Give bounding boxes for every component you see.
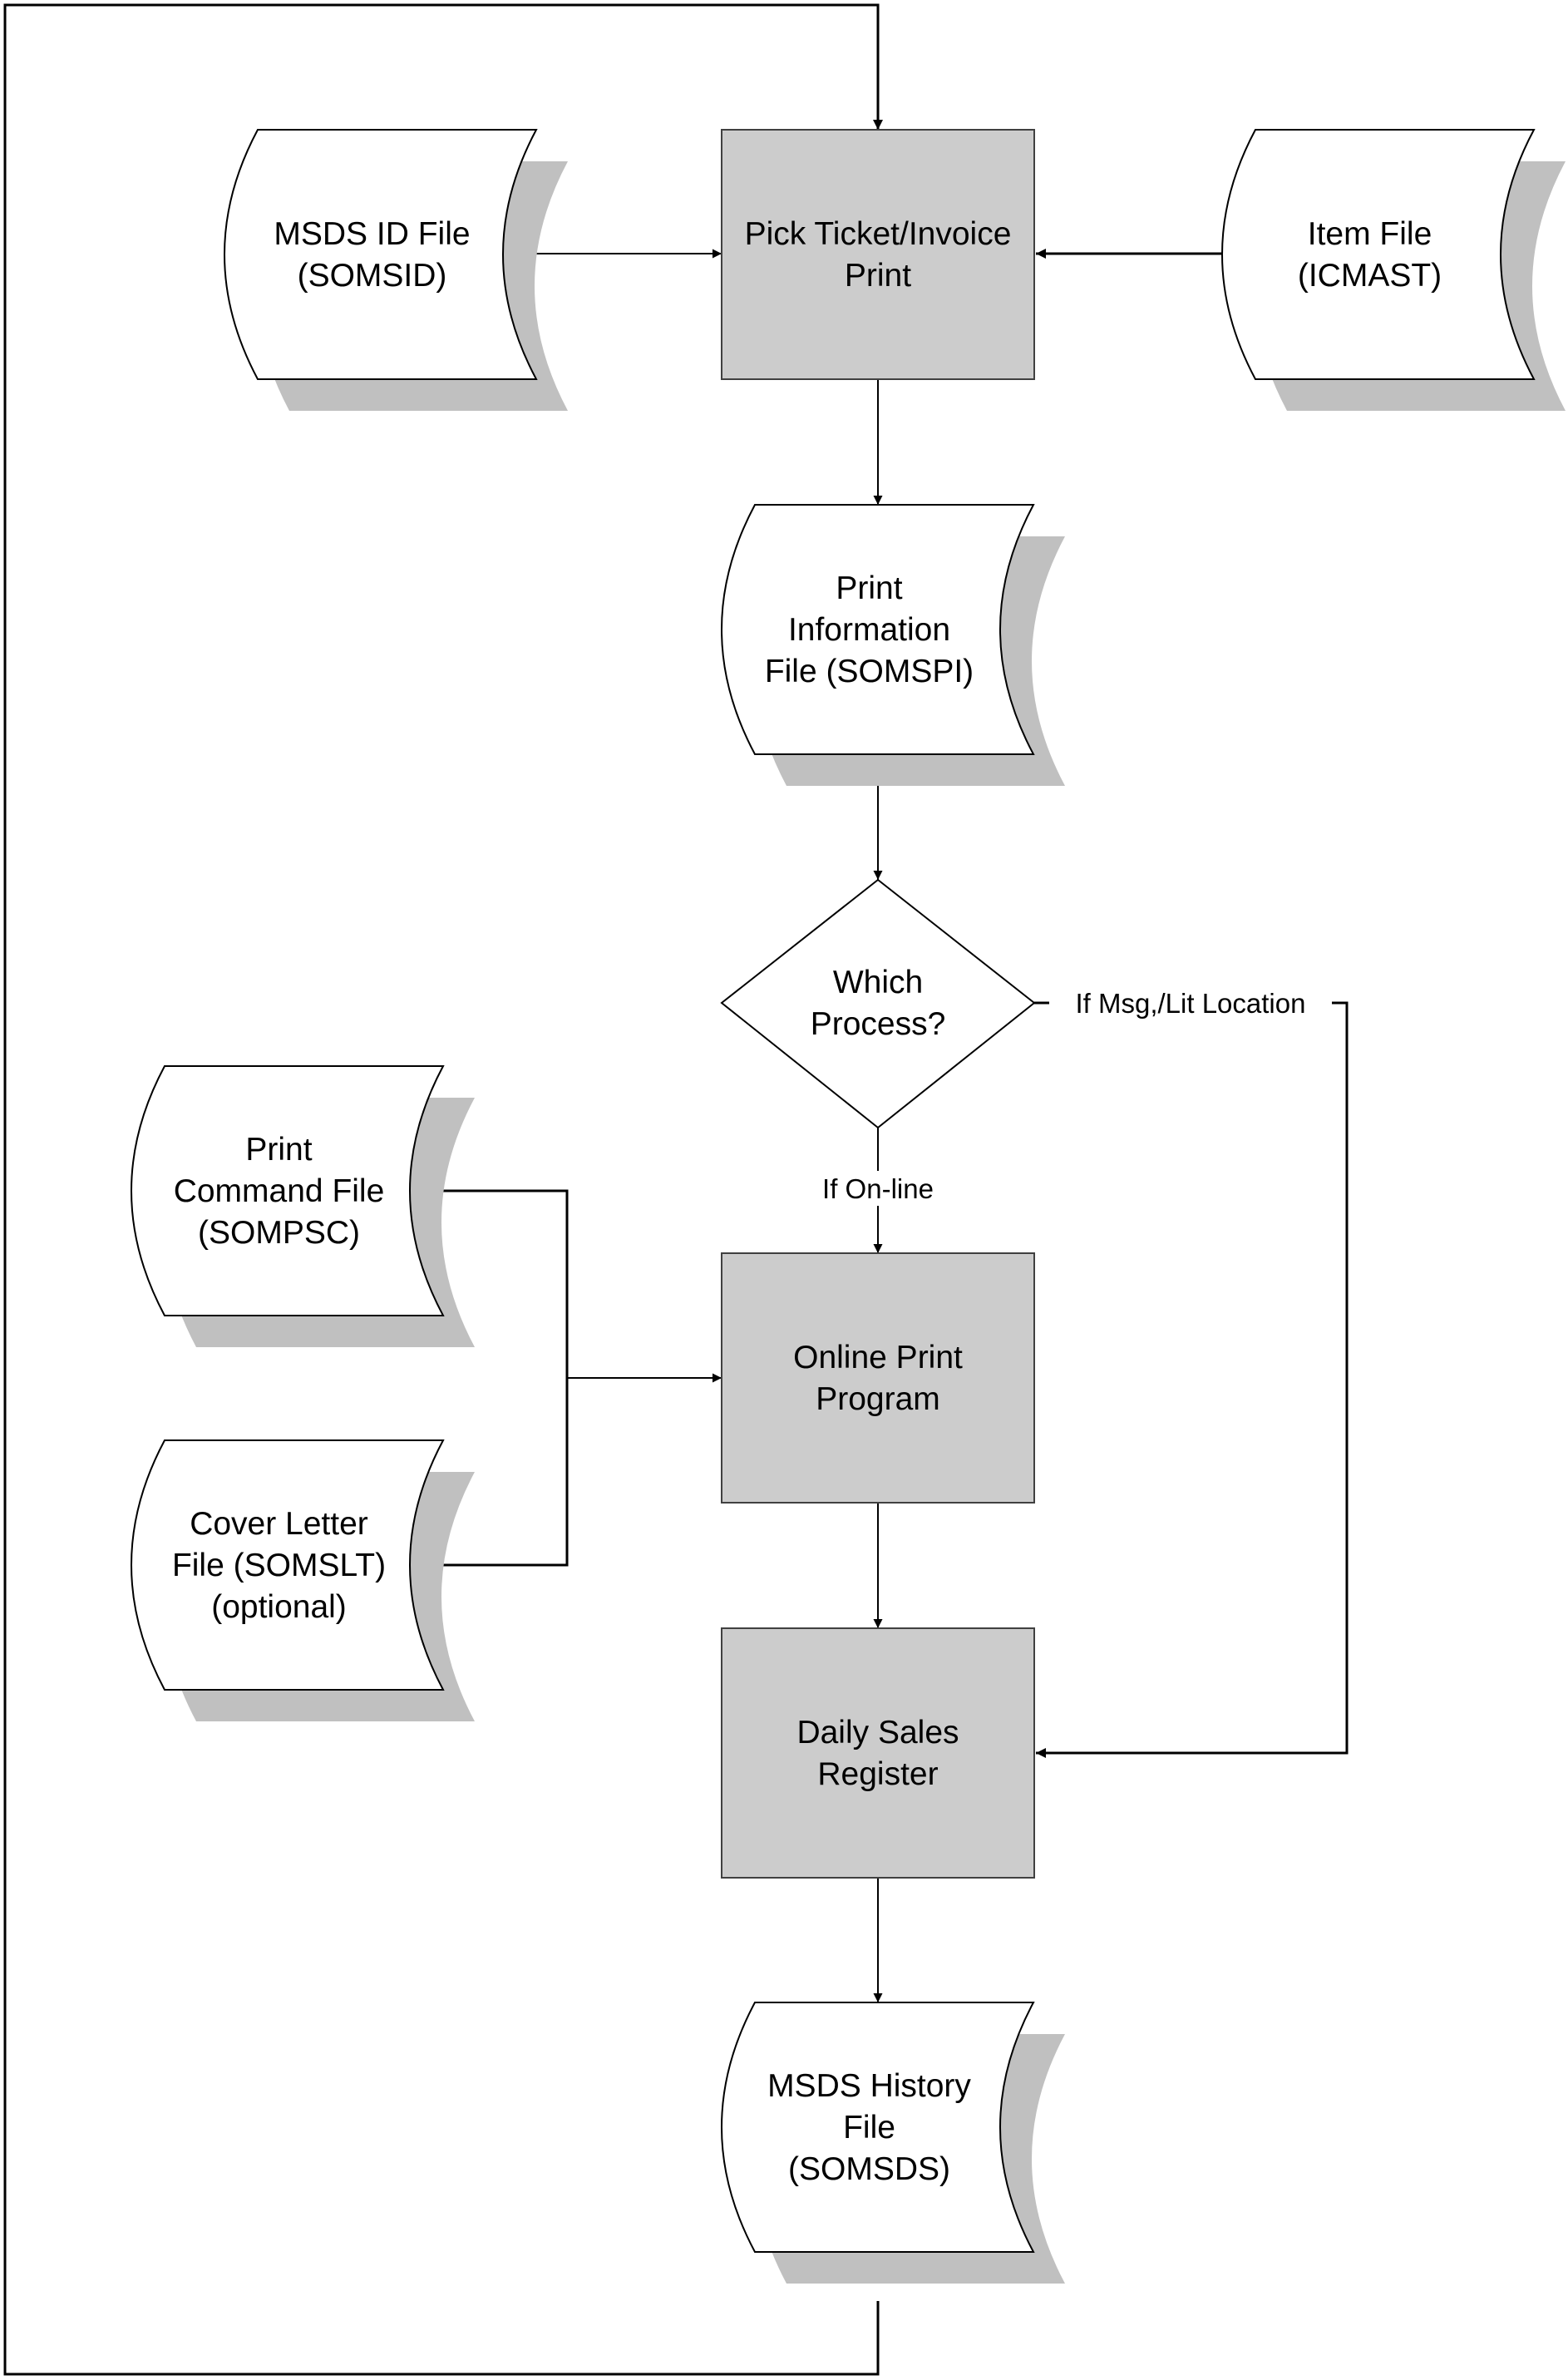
label-line: Register — [817, 1756, 938, 1792]
document-shape — [131, 1439, 445, 1691]
label-line: MSDS History — [767, 2068, 971, 2104]
node-item-file: Item File (ICMAST) — [1221, 129, 1566, 411]
edge-label-online: If On-line — [808, 1171, 948, 1206]
label-line: (SOMSID) — [298, 258, 447, 294]
label-line: Daily Sales — [796, 1715, 959, 1750]
edge-label-msg-lit: If Msg,/Lit Location — [1049, 986, 1332, 1020]
node-msds-id-file: MSDS ID File (SOMSID) — [224, 129, 568, 411]
label-line: File (SOMSLT) — [172, 1548, 386, 1583]
document-shape — [131, 1065, 445, 1316]
label-line: Information — [788, 612, 950, 648]
label-line: Which — [833, 965, 923, 1000]
label-line: Online Print — [793, 1340, 963, 1375]
label-line: Command File — [174, 1173, 385, 1209]
label-line: Pick Ticket/Invoice — [745, 216, 1012, 252]
document-shape — [721, 504, 1035, 755]
document-shape — [1221, 129, 1536, 380]
edge-history-to-pick-loop — [3, 3, 883, 2376]
document-label: MSDS ID File (SOMSID) — [274, 216, 470, 294]
label-line: MSDS ID File — [274, 216, 470, 252]
label-line: Print — [836, 570, 902, 606]
document-label: Item File (ICMAST) — [1298, 216, 1442, 294]
label-line: Item File — [1308, 216, 1432, 252]
label-line: (SOMSDS) — [788, 2151, 950, 2187]
label-line: Program — [816, 1381, 940, 1417]
document-shape — [224, 129, 538, 380]
label-line: Print — [845, 258, 911, 294]
label-line: File — [843, 2110, 895, 2145]
svg-text:If Msg,/Lit Location: If Msg,/Lit Location — [1076, 988, 1306, 1019]
label-line: Print — [245, 1132, 312, 1168]
edge-decision-to-daily — [1034, 1001, 1349, 1758]
label-line: Process? — [811, 1006, 946, 1042]
label-line: (ICMAST) — [1298, 258, 1442, 294]
label-line: (optional) — [211, 1589, 347, 1625]
svg-text:If On-line: If On-line — [822, 1173, 934, 1204]
label-line: Cover Letter — [190, 1506, 368, 1542]
document-shape — [721, 2002, 1035, 2253]
label-line: File (SOMSPI) — [765, 654, 974, 689]
label-line: (SOMPSC) — [198, 1215, 360, 1251]
